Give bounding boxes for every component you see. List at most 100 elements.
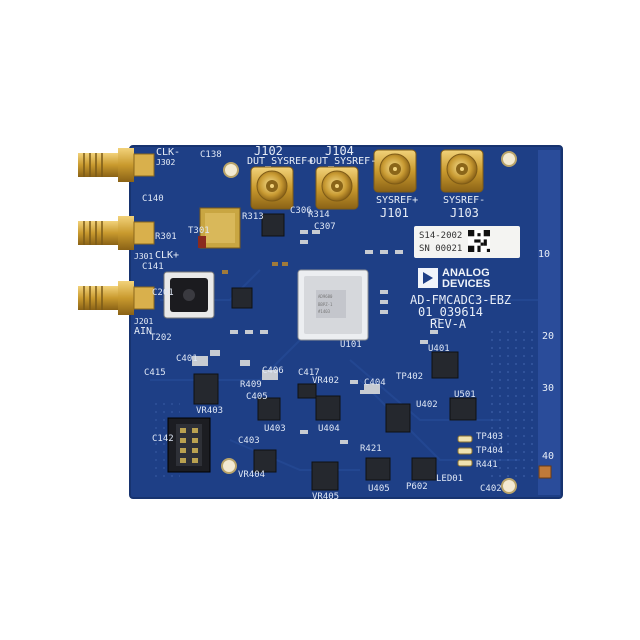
ref-designator: R409 [240, 380, 262, 390]
edge-label: 40 [542, 451, 555, 462]
ic-chip [261, 213, 285, 237]
qr-code-icon [468, 230, 490, 252]
fmc-edge-strip [538, 150, 560, 495]
sma-connector-j103 [440, 149, 484, 193]
ic-chip [315, 395, 341, 421]
board-name: AD-FMCADC3-EBZ [410, 293, 512, 307]
ref-designator: R301 [155, 232, 177, 242]
ref-designator: U405 [368, 484, 390, 494]
ref-designator: P602 [406, 482, 428, 492]
ref-designator: VR402 [312, 376, 340, 386]
ref-designator: T301 [188, 226, 210, 236]
ref-designator: C141 [142, 262, 164, 272]
led-d401 [538, 465, 552, 479]
sticker-line1: S14-2002 [419, 231, 463, 241]
transformer-t301 [198, 207, 241, 249]
ref-designator: U401 [428, 344, 450, 354]
brand-line1: ANALOG [442, 267, 490, 279]
ref-designator: TP402 [396, 372, 424, 382]
j302-label: J302 [156, 158, 176, 167]
mounting-hole [223, 162, 239, 178]
svg-text:AD9680: AD9680 [318, 294, 333, 299]
ain-label: AIN [134, 326, 153, 337]
ref-designator: U403 [264, 424, 286, 434]
svg-text:#1403: #1403 [318, 309, 331, 314]
ic-chip [257, 397, 281, 421]
ic-chip [365, 457, 391, 481]
ref-designator: C401 [176, 354, 198, 364]
ic-chip [449, 397, 477, 421]
ic-chip [297, 383, 317, 399]
ic-chip [411, 457, 437, 481]
ref-designator: TP404 [476, 446, 504, 456]
brand-line2: DEVICES [442, 278, 491, 290]
ref-designator: C138 [200, 150, 222, 160]
ref-designator: C142 [152, 434, 174, 444]
edge-label: 20 [542, 331, 555, 342]
ref-designator: C406 [262, 366, 284, 376]
edge-label: 10 [538, 249, 551, 260]
ref-designator: C306 [290, 206, 312, 216]
mounting-hole [501, 151, 517, 167]
ref-designator: U404 [318, 424, 340, 434]
sticker-line2: SN 00021 [419, 244, 463, 254]
ref-designator: R314 [308, 210, 330, 220]
svg-text:BBPZ-1: BBPZ-1 [318, 302, 333, 307]
serial-sticker: S14-2002 SN 00021 [414, 226, 520, 258]
j101-label: J101 [380, 206, 409, 220]
ref-designator: C201 [152, 288, 174, 298]
adc-chip-u101: AD9680 BBPZ-1 #1403 [297, 269, 369, 341]
ic-chip [231, 287, 253, 309]
sma-connector-j102 [250, 166, 294, 210]
j102-name: DUT_SYSREF+ [247, 156, 314, 167]
ref-designator: U501 [454, 390, 476, 400]
ref-designator: R441 [476, 460, 498, 470]
analog-devices-logo-icon [418, 268, 438, 288]
ref-designator: R313 [242, 212, 264, 222]
sma-connector-j201 [78, 281, 155, 315]
ic-chip [253, 449, 277, 473]
ref-designator: C417 [298, 368, 320, 378]
ic-chip [311, 461, 339, 491]
sma-connector-j104 [315, 166, 359, 210]
ref-designator: VR405 [312, 492, 340, 502]
part-number: 01_039614 [418, 305, 484, 319]
ref-designator: VR404 [238, 470, 266, 480]
ref-designator: C405 [246, 392, 268, 402]
ic-chip [193, 373, 219, 405]
mounting-hole [221, 458, 237, 474]
balun-t202 [163, 271, 215, 319]
header-p602 [167, 417, 211, 473]
ref-designator: U402 [416, 400, 438, 410]
ref-designator: U101 [340, 340, 362, 350]
ref-designator: C403 [238, 436, 260, 446]
ic-chip [385, 403, 411, 433]
j103-label: J103 [450, 206, 479, 220]
sma-connector-j101 [373, 149, 417, 193]
ref-designator: TP403 [476, 432, 504, 442]
ic-chip [431, 351, 459, 379]
mounting-hole [501, 478, 517, 494]
clk-plus-label: CLK+ [155, 250, 180, 261]
ref-designator: C140 [142, 194, 164, 204]
ref-designator: C402 [480, 484, 502, 494]
ref-designator: VR403 [196, 406, 224, 416]
j102-label: J102 [254, 144, 283, 158]
ref-designator: C415 [144, 368, 166, 378]
j104-name: DUT_SYSREF- [310, 156, 377, 167]
sma-connector-j302 [78, 148, 155, 182]
ref-designator: C307 [314, 222, 336, 232]
edge-label: 30 [542, 383, 555, 394]
clk-minus-label: CLK- [156, 147, 181, 158]
j301-label: J301 [134, 252, 154, 261]
ref-designator: R421 [360, 444, 382, 454]
j104-label: J104 [325, 144, 354, 158]
j103-name: SYSREF- [443, 195, 486, 206]
sma-connector-j301 [78, 216, 155, 250]
ref-designator: T202 [150, 333, 172, 343]
revision: REV-A [430, 317, 467, 331]
ref-designator: LED01 [436, 474, 464, 484]
j101-name: SYSREF+ [376, 195, 419, 206]
j201-label: J201 [134, 317, 154, 326]
